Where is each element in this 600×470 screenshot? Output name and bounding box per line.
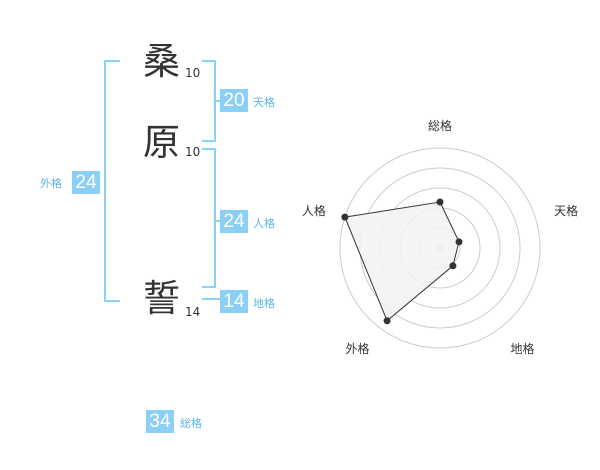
radar-point: [341, 213, 349, 221]
radar-axis-label-gaikaku: 外格: [345, 341, 369, 356]
radar-axis-label-tenkaku: 天格: [554, 203, 578, 218]
soukaku-label: 総格: [180, 417, 202, 430]
radar-area: [344, 201, 460, 322]
name-char-2: 原: [143, 121, 180, 164]
tenkaku-value: 20: [220, 89, 248, 112]
chikaku-connector: [202, 298, 220, 300]
radar-point: [383, 317, 391, 325]
radar-points: [341, 198, 463, 325]
radar-axis-labels: 総格 天格 地格 外格 人格: [302, 118, 578, 356]
jinkaku-bracket: [202, 148, 216, 288]
radar-point: [449, 262, 457, 270]
jinkaku-label: 人格: [253, 217, 275, 230]
soukaku-value: 34: [146, 410, 174, 433]
radar-axis-label-soukaku: 総格: [428, 118, 452, 133]
gaikaku-bracket: [104, 60, 120, 302]
stroke-count-2: 10: [185, 145, 201, 159]
radar-point: [436, 198, 444, 206]
gaikaku-value: 24: [72, 171, 100, 194]
tenkaku-connector: [214, 100, 220, 102]
radar-ring: [339, 147, 541, 349]
gaikaku-label: 外格: [40, 177, 62, 190]
jinkaku-value: 24: [220, 210, 248, 233]
radar-axis-label-chikaku: 地格: [511, 341, 535, 356]
name-char-1: 桑: [143, 40, 180, 83]
radar-axis-label-jinkaku: 人格: [302, 203, 326, 218]
radar-point: [455, 238, 463, 246]
jinkaku-connector: [214, 220, 220, 222]
stroke-count-1: 10: [185, 66, 201, 80]
name-char-3: 誓: [143, 277, 180, 320]
chikaku-label: 地格: [253, 297, 275, 310]
tenkaku-label: 天格: [253, 96, 275, 109]
chikaku-value: 14: [220, 290, 248, 313]
stroke-count-3: 14: [185, 305, 201, 319]
